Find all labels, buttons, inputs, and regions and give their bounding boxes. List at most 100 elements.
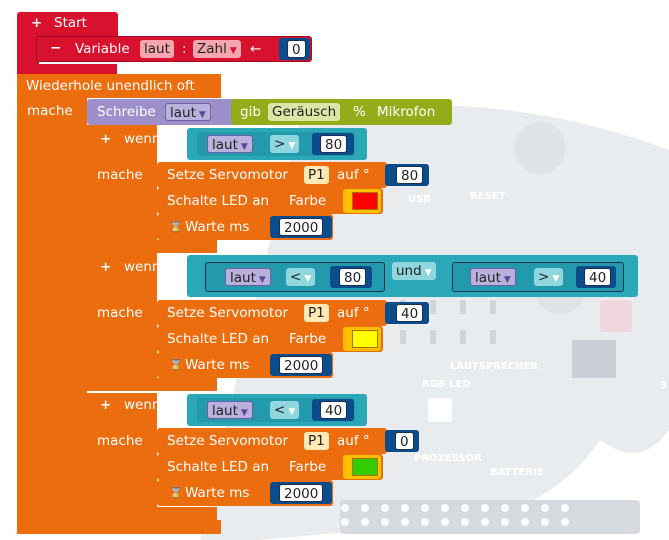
write-variable-dropdown[interactable]: laut▼ [165, 103, 211, 121]
chevron-down-icon: ▼ [198, 110, 206, 120]
percent-label: % [353, 104, 366, 120]
if-2-variable-2-dropdown[interactable]: laut▼ [470, 268, 516, 286]
sensor-label: Mikrofon [377, 104, 436, 120]
if-1-led-farbe-label: Farbe [289, 193, 327, 209]
variable-type-dropdown[interactable]: Zahl▼ [193, 40, 241, 58]
if-2-variable-dropdown[interactable]: laut▼ [225, 268, 271, 286]
variable-name-field[interactable]: laut [140, 40, 174, 58]
if-3-wait-label: Warte ms [185, 485, 250, 501]
if-3-variable-dropdown[interactable]: laut▼ [207, 401, 253, 419]
if-2-plus-icon[interactable]: + [100, 259, 112, 275]
if-3-servo-value-field[interactable]: 0 [395, 432, 414, 450]
variable-value-field[interactable]: 0 [287, 40, 306, 58]
if-1-variable-dropdown[interactable]: laut▼ [207, 135, 253, 153]
hourglass-icon: ⌛ [169, 220, 183, 233]
variable-prefix: Variable [75, 41, 130, 57]
if-2-operator-2-dropdown[interactable]: >▼ [534, 268, 564, 286]
chevron-down-icon: ▼ [240, 142, 248, 152]
if-2-und-dropdown[interactable]: und▼ [392, 262, 436, 280]
if-block-1-bottom [87, 240, 217, 253]
board-label-batterie: BATTERIE [490, 467, 544, 478]
if-1-servo-pin-field[interactable]: P1 [304, 166, 329, 184]
if-3-plus-icon[interactable]: + [100, 397, 112, 413]
if-1-operator-dropdown[interactable]: >▼ [270, 135, 300, 153]
if-3-color-swatch[interactable] [352, 458, 378, 476]
board-label-lautsprecher: LAUTSPRECHER [450, 361, 539, 372]
if-3-led-label: Schalte LED an [167, 459, 270, 475]
if-2-wenn-label: wenn [124, 259, 161, 275]
if-2-color-swatch[interactable] [352, 330, 378, 348]
if-2-servo-block[interactable] [157, 300, 387, 326]
start-block[interactable] [17, 12, 118, 36]
chevron-down-icon: ▼ [258, 275, 266, 285]
if-2-servo-pin-field[interactable]: P1 [304, 304, 329, 322]
gib-label: gib [240, 104, 261, 120]
chevron-down-icon: ▼ [552, 274, 560, 284]
if-block-3-bottom [87, 507, 217, 520]
start-label: Start [54, 15, 87, 31]
if-2-mache-label: mache [97, 305, 143, 321]
if-3-led-farbe-label: Farbe [289, 459, 327, 475]
if-2-led-farbe-label: Farbe [289, 331, 327, 347]
chevron-down-icon: ▼ [229, 46, 237, 56]
if-2-wait-label: Warte ms [185, 357, 250, 373]
hourglass-icon: ⌛ [169, 486, 183, 499]
if-1-servo-label: Setze Servomotor [167, 167, 289, 183]
loop-block-bottom [17, 520, 221, 534]
chevron-down-icon: ▼ [503, 275, 511, 285]
start-plus-icon[interactable]: + [31, 15, 43, 31]
if-3-servo-auf-label: auf ° [337, 433, 370, 449]
if-1-plus-icon[interactable]: + [100, 131, 112, 147]
if-1-wait-label: Warte ms [185, 219, 250, 235]
hourglass-icon: ⌛ [169, 358, 183, 371]
chevron-down-icon: ▼ [240, 408, 248, 418]
if-3-wait-value-field[interactable]: 2000 [279, 484, 324, 502]
chevron-down-icon: ▼ [304, 274, 312, 284]
if-1-servo-value-field[interactable]: 80 [396, 166, 424, 184]
loop-do-label: mache [27, 103, 73, 119]
board-label-usb: USB [408, 194, 431, 205]
chevron-down-icon: ▼ [288, 141, 296, 151]
if-2-servo-auf-label: auf ° [337, 305, 370, 321]
variable-minus-icon[interactable]: − [50, 40, 62, 56]
if-1-servo-auf-label: auf ° [337, 167, 370, 183]
if-1-led-label: Schalte LED an [167, 193, 270, 209]
chevron-down-icon: ▼ [424, 268, 432, 278]
if-2-servo-label: Setze Servomotor [167, 305, 289, 321]
variable-colon: : [182, 41, 187, 57]
if-2-number-field[interactable]: 80 [339, 268, 367, 286]
if-2-number-2-field[interactable]: 40 [584, 268, 612, 286]
if-block-3-spine [87, 393, 157, 520]
start-block-bottom [17, 64, 117, 74]
loop-block-spine [17, 96, 87, 527]
if-1-color-swatch[interactable] [352, 192, 378, 210]
if-2-servo-value-field[interactable]: 40 [396, 304, 424, 322]
write-label: Schreibe [97, 104, 156, 120]
if-2-wait-value-field[interactable]: 2000 [279, 356, 324, 374]
board-label-reset: RESET [470, 191, 506, 202]
if-1-wait-value-field[interactable]: 2000 [279, 218, 324, 236]
if-block-2-bottom [87, 378, 217, 391]
chevron-down-icon: ▼ [288, 407, 296, 417]
if-3-servo-label: Setze Servomotor [167, 433, 289, 449]
if-3-servo-pin-field[interactable]: P1 [304, 432, 329, 450]
if-1-number-field[interactable]: 80 [320, 135, 348, 153]
if-block-2-spine [87, 253, 157, 391]
loop-block[interactable] [17, 74, 221, 98]
board-label-edge-number: 3 [660, 380, 667, 391]
if-3-operator-dropdown[interactable]: <▼ [270, 401, 300, 419]
board-label-prozessor: PROZESSOR [414, 453, 482, 464]
if-3-servo-block[interactable] [157, 428, 387, 454]
if-2-led-label: Schalte LED an [167, 331, 270, 347]
board-label-rgb-led: RGB LED [422, 379, 471, 390]
sound-field[interactable]: Geräusch [268, 103, 341, 121]
if-1-servo-block[interactable] [157, 162, 387, 188]
variable-block[interactable] [36, 36, 312, 62]
if-block-1-spine [87, 125, 157, 253]
if-1-mache-label: mache [97, 167, 143, 183]
if-3-number-field[interactable]: 40 [320, 401, 348, 419]
sound-sensor-block[interactable] [231, 99, 452, 125]
if-1-wenn-label: wenn [124, 131, 161, 147]
if-2-operator-dropdown[interactable]: <▼ [286, 268, 316, 286]
if-3-mache-label: mache [97, 433, 143, 449]
